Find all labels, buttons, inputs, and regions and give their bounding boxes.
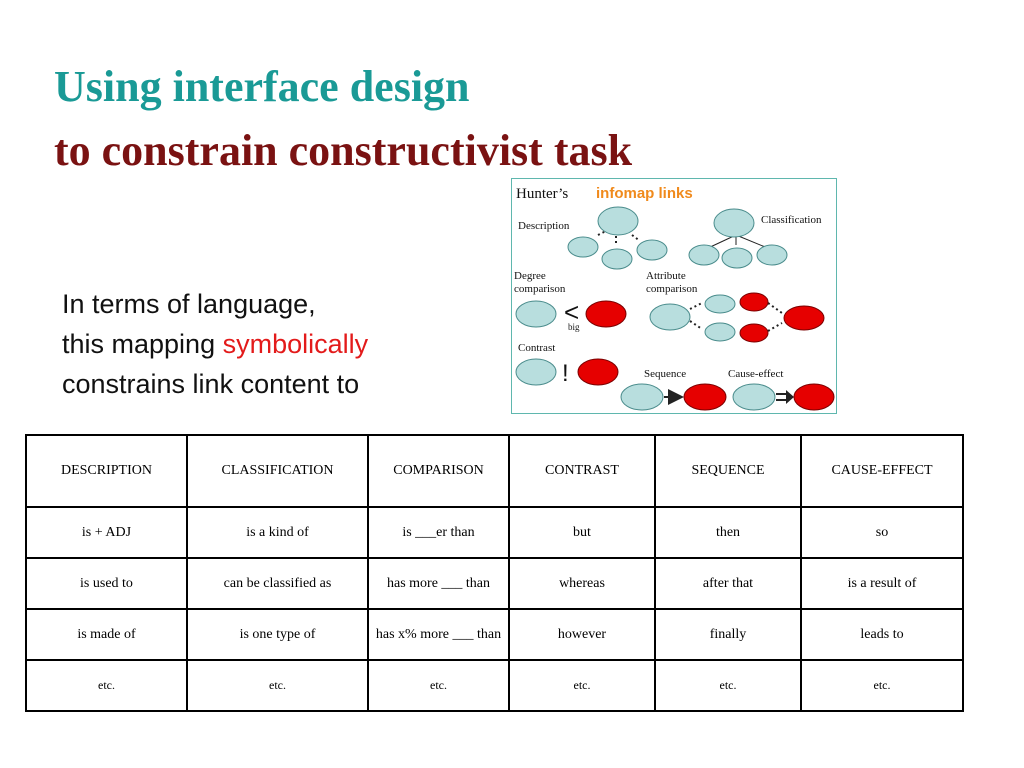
label-attribute: Attribute xyxy=(646,270,686,282)
table-cell: etc. xyxy=(654,659,802,712)
slide-title-line-2: to constrain constructivist task xyxy=(54,126,633,175)
table-cell: after that xyxy=(654,557,802,610)
double-arrow-icon xyxy=(786,390,794,404)
less-than-symbol: < xyxy=(564,297,579,327)
table-cell: so xyxy=(800,506,964,559)
column-header: CLASSIFICATION xyxy=(186,434,369,508)
node xyxy=(756,244,788,266)
table-row: is + ADJ is a kind of is ___er than but … xyxy=(25,506,964,559)
red-node xyxy=(739,323,769,343)
infomap-heading-prefix: Hunter’s xyxy=(516,186,568,202)
table-cell: etc. xyxy=(508,659,656,712)
column-header: CONTRAST xyxy=(508,434,656,508)
red-node xyxy=(793,383,835,411)
node xyxy=(636,239,668,261)
table-cell: then xyxy=(654,506,802,559)
red-node xyxy=(739,292,769,312)
body-line-2-text: this mapping xyxy=(62,329,223,359)
table-cell: whereas xyxy=(508,557,656,610)
label-cause-effect: Cause-effect xyxy=(728,368,783,380)
table-row: etc. etc. etc. etc. etc. etc. xyxy=(25,659,964,712)
table-header-row: DESCRIPTION CLASSIFICATION COMPARISON CO… xyxy=(25,434,964,508)
label-degree: Degree xyxy=(514,270,546,282)
table-cell: has more ___ than xyxy=(367,557,510,610)
node xyxy=(515,358,557,386)
exclamation-symbol: ! xyxy=(562,360,569,387)
column-header: CAUSE-EFFECT xyxy=(800,434,964,508)
body-line-2: this mapping symbolically xyxy=(62,324,368,364)
cause-effect-map: Cause-effect xyxy=(728,368,835,411)
table-cell: etc. xyxy=(25,659,188,712)
label-big: big xyxy=(568,322,580,332)
label-contrast: Contrast xyxy=(518,342,555,354)
table-cell: is a result of xyxy=(800,557,964,610)
label-sequence: Sequence xyxy=(644,368,686,380)
node xyxy=(688,244,720,266)
body-text: In terms of language, this mapping symbo… xyxy=(62,284,368,404)
body-line-3: constrains link content to xyxy=(62,369,360,399)
table-cell: can be classified as xyxy=(186,557,369,610)
table-cell: but xyxy=(508,506,656,559)
table-cell: however xyxy=(508,608,656,661)
description-map: Description xyxy=(518,206,668,270)
highlight-word: symbolically xyxy=(222,329,369,359)
table-cell: leads to xyxy=(800,608,964,661)
table-cell: is used to xyxy=(25,557,188,610)
table-cell: is one type of xyxy=(186,608,369,661)
classification-map: Classification xyxy=(688,208,822,269)
table-cell: is made of xyxy=(25,608,188,661)
label-classification: Classification xyxy=(761,214,822,226)
table-cell: etc. xyxy=(186,659,369,712)
body-line-1: In terms of language, xyxy=(62,289,316,319)
node xyxy=(732,383,776,411)
column-header: DESCRIPTION xyxy=(25,434,188,508)
node xyxy=(713,208,755,238)
red-node xyxy=(585,300,627,328)
table-cell: etc. xyxy=(367,659,510,712)
label-description: Description xyxy=(518,220,570,232)
red-node xyxy=(683,383,727,411)
attribute-comparison-map: Attribute comparison xyxy=(646,270,825,343)
link-words-table: DESCRIPTION CLASSIFICATION COMPARISON CO… xyxy=(25,434,964,712)
table-cell: has x% more ___ than xyxy=(367,608,510,661)
table-cell: finally xyxy=(654,608,802,661)
node xyxy=(620,383,664,411)
table-cell: is + ADJ xyxy=(25,506,188,559)
red-node xyxy=(577,358,619,386)
infomap-heading-highlight: infomap links xyxy=(596,185,693,202)
label-attribute-comparison: comparison xyxy=(646,283,698,295)
node xyxy=(704,322,736,342)
node xyxy=(704,294,736,314)
column-header: SEQUENCE xyxy=(654,434,802,508)
slide-title-line-1: Using interface design xyxy=(54,62,470,111)
column-header: COMPARISON xyxy=(367,434,510,508)
table-cell: is ___er than xyxy=(367,506,510,559)
node xyxy=(601,248,633,270)
table-row: is used to can be classified as has more… xyxy=(25,557,964,610)
label-degree-comparison: comparison xyxy=(514,283,566,295)
sequence-map: Sequence xyxy=(620,368,727,411)
infomap-diagram: Hunter’s infomap links Description Class… xyxy=(511,178,837,414)
table-row: is made of is one type of has x% more __… xyxy=(25,608,964,661)
red-node xyxy=(783,305,825,331)
node xyxy=(515,300,557,328)
node xyxy=(567,236,599,258)
contrast-map: Contrast ! xyxy=(515,342,619,387)
table-cell: etc. xyxy=(800,659,964,712)
node xyxy=(597,206,639,236)
table-cell: is a kind of xyxy=(186,506,369,559)
node xyxy=(649,303,691,331)
node xyxy=(721,247,753,269)
degree-comparison-map: Degree comparison < big xyxy=(514,270,627,332)
